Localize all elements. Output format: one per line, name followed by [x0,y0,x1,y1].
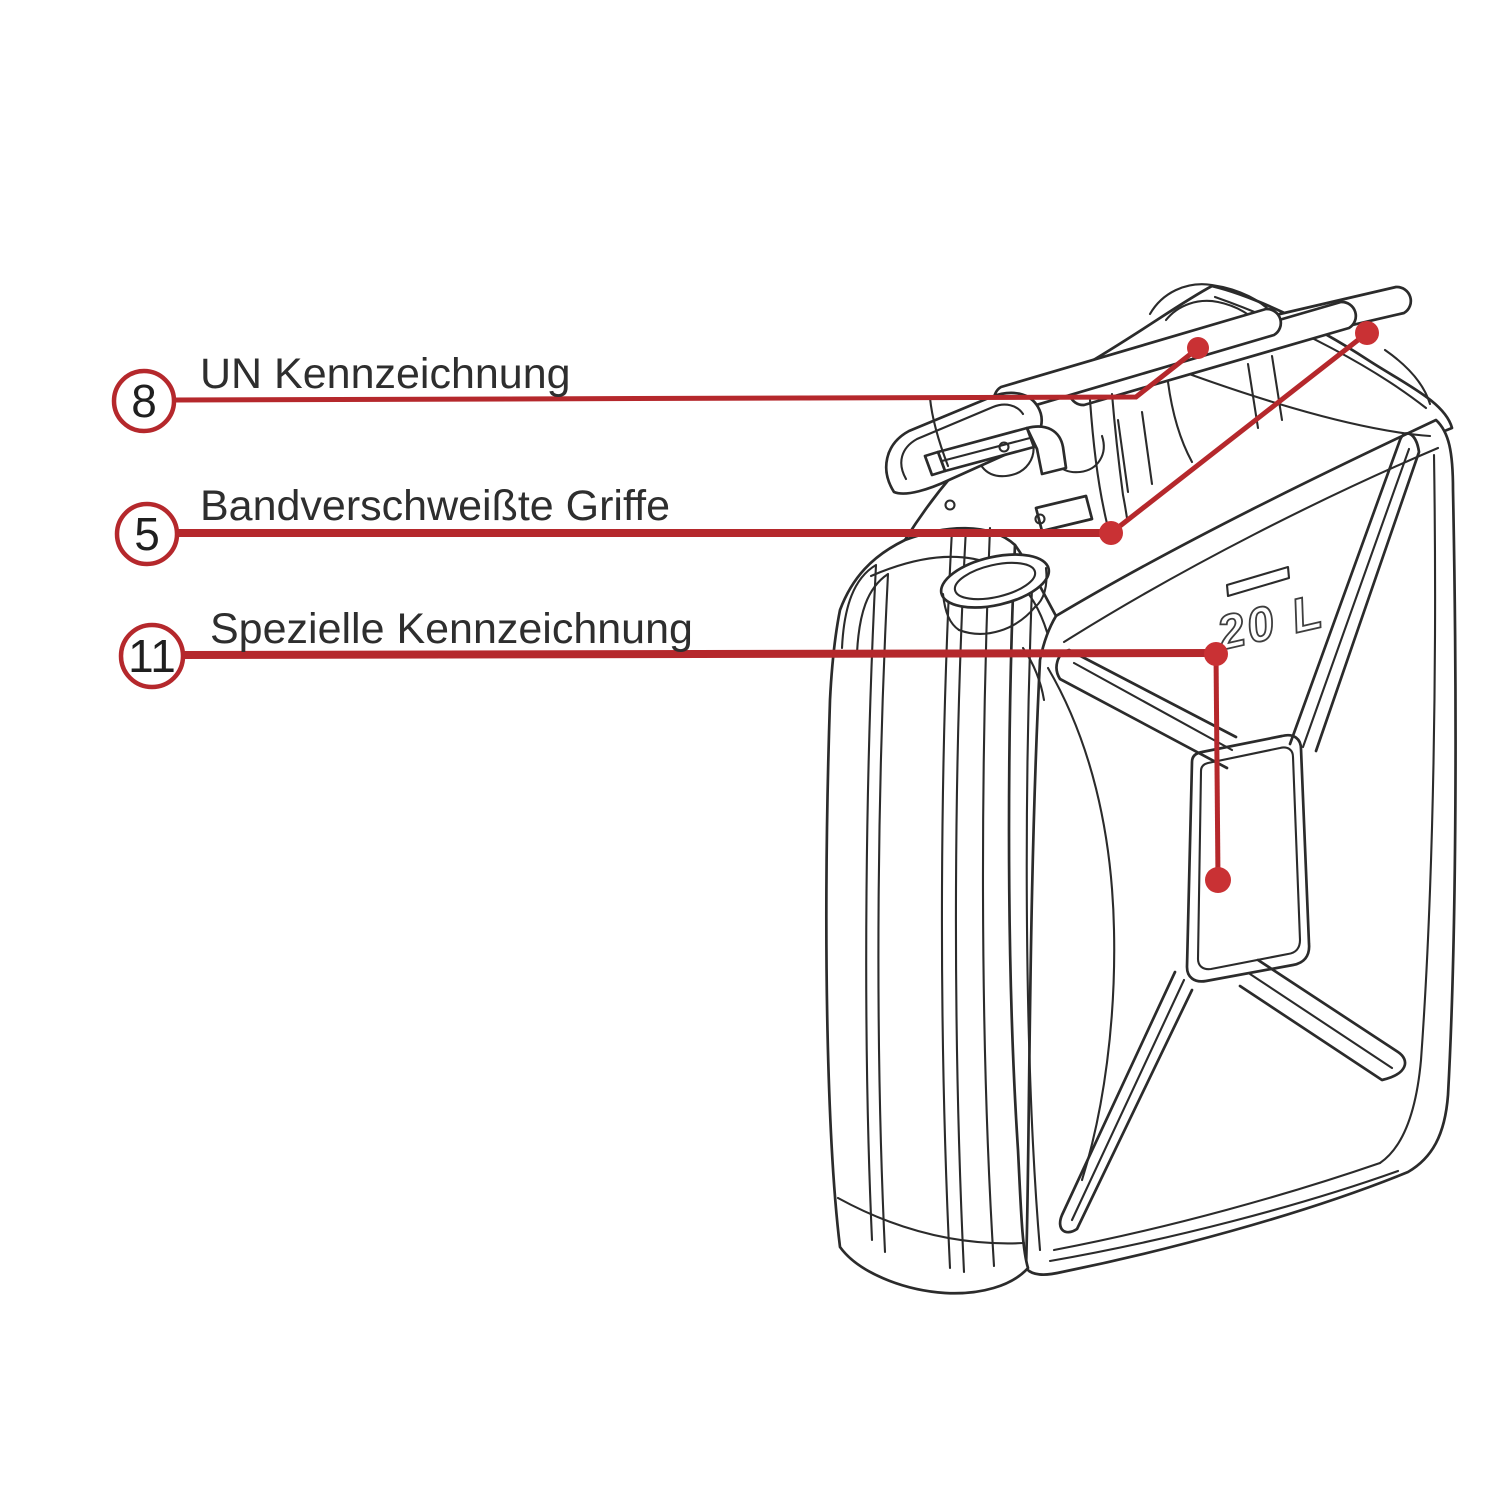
callout-8-target-dot [1187,337,1209,359]
x-center-panel-outer [1185,733,1311,983]
clamp-lever-loop-inner [900,403,1025,481]
front-edge-inner-line [981,526,996,1268]
callout-5-label: Bandverschweißte Griffe [200,482,670,530]
callout-11-target-dot [1205,867,1231,893]
callout-11-circle [118,622,186,690]
can-left-face [825,526,1030,1295]
x-arm-lower-right [1238,958,1407,1082]
latch-screw-1 [998,441,1010,453]
left-face-rib-2 [954,526,968,1274]
callout-11-leader-line [182,649,1216,659]
x-arm-upper-right-inner [1301,447,1411,749]
callout-5-target-dot [1355,321,1379,345]
cap-and-clamp-assembly [884,391,1094,635]
neck-wall-right [1033,566,1048,609]
callout-8-label: UN Kennzeichnung [200,350,571,398]
x-arm-lower-right-inner [1248,972,1394,1070]
recess-left-curve [1046,666,1116,1182]
callout-8-leader-line [173,347,1199,403]
latch-hinge [1025,425,1068,476]
callout-8-number: 8 [131,375,157,427]
latch-screw-3 [944,499,956,511]
latch-plate-tab [923,450,947,477]
callout-8-circle [111,368,177,434]
bottom-rim-line-1 [1052,1161,1382,1252]
callout-5-leader-diagonal [1109,331,1369,535]
callout-5-joint-dot [1099,521,1123,545]
latch-plate-rail [940,436,1032,463]
left-face-bottom-band [836,1196,1026,1245]
left-corner-roll-1 [840,563,878,1242]
x-arm-upper-right [1288,432,1421,753]
callout-overlay: 8 UN Kennzeichnung 5 Bandverschweißte Gr… [111,321,1379,893]
callout-5-number: 5 [134,508,160,560]
top-corner-roll [1383,348,1432,406]
lever-wire [928,396,950,468]
callout-5-circle [114,501,180,567]
callout-8: 8 UN Kennzeichnung [111,337,1209,434]
handle-middle-leg [1166,380,1194,464]
callout-11-leader-vertical [1213,652,1221,880]
callout-11-label: Spezielle Kennzeichnung [210,605,693,653]
emboss-bar [1225,565,1291,598]
callout-11: 11 Spezielle Kennzeichnung [118,605,1231,893]
latch-screw-2 [1034,513,1046,525]
x-arm-lower-left-inner [1070,978,1186,1222]
callout-5: 5 Bandverschweißte Griffe [114,321,1379,567]
clamp-lever-loop [884,391,1044,495]
neck-flange-inner [953,561,1037,601]
front-band-inner [1025,586,1042,1252]
neck-wall-bottom [957,605,1037,635]
x-pattern-recess [1055,432,1421,1234]
left-corner-roll-2 [855,572,890,1254]
x-arm-upper-left-inner [1072,661,1234,752]
right-rim-inner [1378,453,1437,1165]
handle-post-2 [1140,410,1154,486]
x-arm-lower-left [1058,970,1194,1234]
handle-post-1 [1116,418,1130,494]
left-face-rib-1 [940,528,954,1270]
neck-wall-left [941,592,961,632]
callout-11-number: 11 [128,630,176,682]
handle-post-4 [1270,354,1284,422]
handle-front-leg-2 [1110,392,1129,520]
top-right-edge-inner [1213,295,1428,410]
bottom-rim-line-2 [1048,1169,1400,1263]
callout-11-joint-dot [1204,642,1228,666]
x-center-panel-inner [1196,746,1302,971]
peak-arch-outer [1148,283,1276,317]
jerry-can-illustration: 20 L [825,283,1457,1295]
